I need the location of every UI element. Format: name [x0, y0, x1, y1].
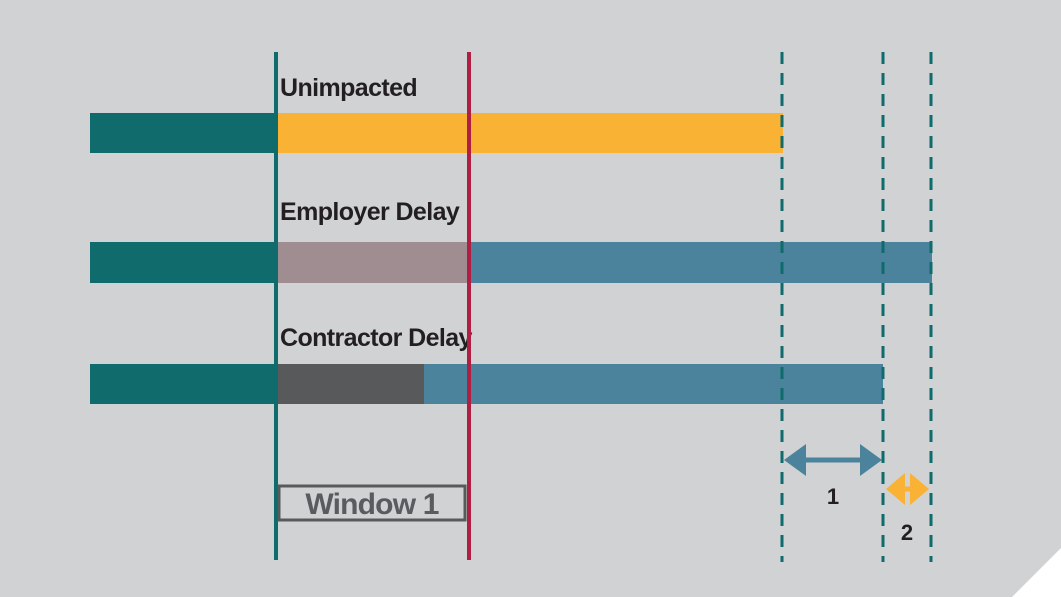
label-unimpacted: Unimpacted	[280, 74, 417, 102]
label-employer-delay: Employer Delay	[280, 198, 460, 226]
bar-unimpacted-baseline	[90, 113, 276, 153]
bar-contractor-impacted	[424, 364, 883, 404]
bar-employer-delay	[276, 242, 469, 283]
bar-unimpacted	[276, 113, 783, 153]
window-label: Window 1	[305, 488, 438, 521]
bar-contractor-delay	[276, 364, 424, 404]
window-box	[277, 484, 467, 522]
bar-employer-baseline	[90, 242, 276, 283]
interval-2-arrow	[886, 473, 929, 505]
interval-2-label: 2	[901, 520, 913, 545]
interval-1-label: 1	[827, 484, 839, 509]
bar-contractor-baseline	[90, 364, 276, 404]
label-contractor-delay: Contractor Delay	[280, 324, 473, 352]
interval-1-arrow	[784, 444, 882, 476]
bar-employer-impacted	[469, 242, 932, 283]
